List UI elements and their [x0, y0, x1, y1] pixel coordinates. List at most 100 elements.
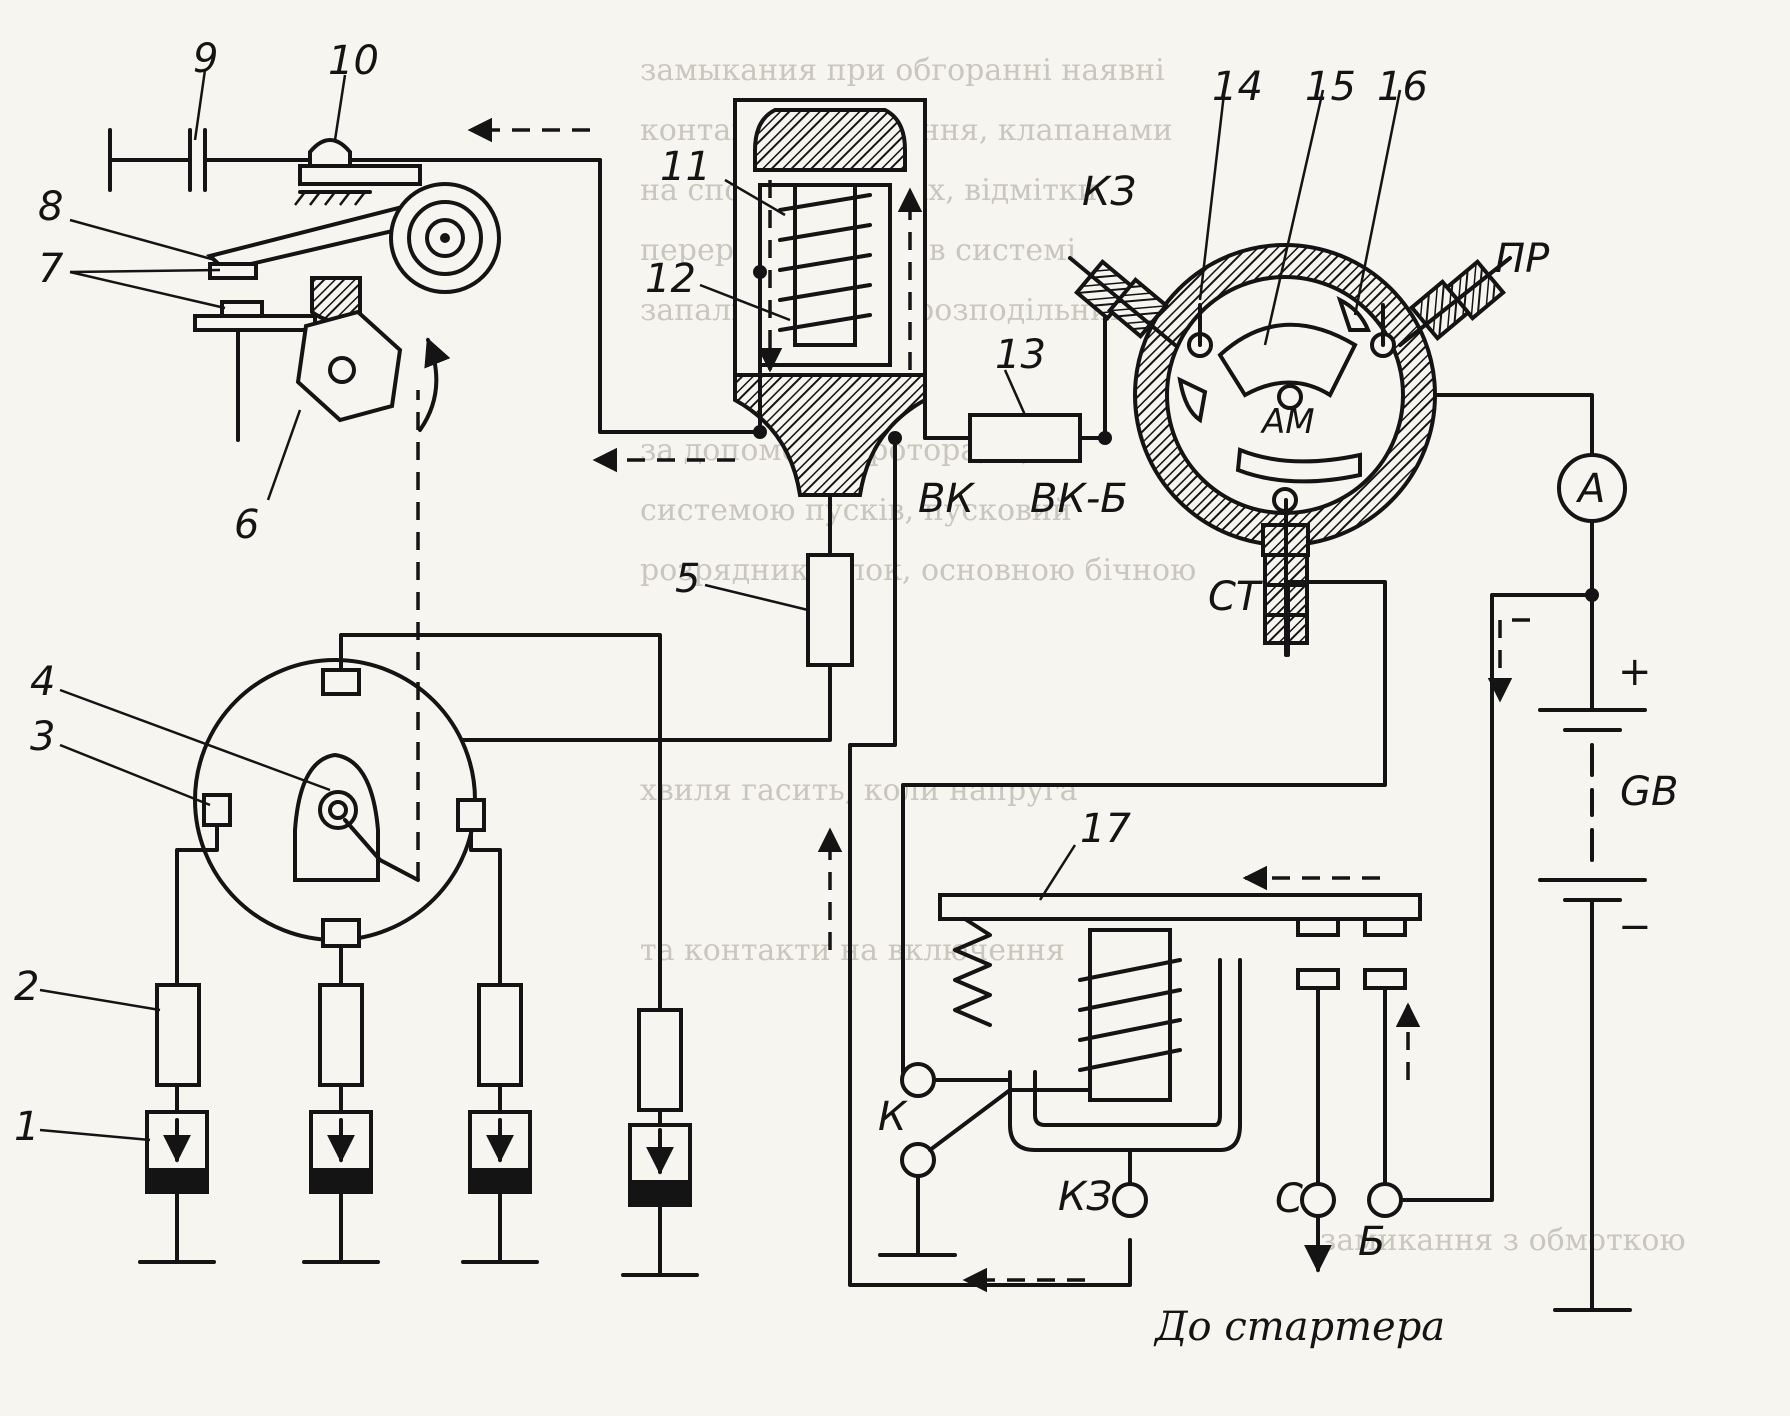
caption-to-starter: До стартера: [1153, 1304, 1445, 1350]
distributor-terminal: [321, 668, 361, 696]
ignition-switch: [1068, 84, 1512, 657]
leader-13: [1003, 369, 1027, 416]
relay-yoke: [1008, 958, 1242, 1152]
switch-ammeter-wire: [1433, 393, 1594, 457]
switch-pawl: [1177, 376, 1208, 424]
label-1: 1: [14, 1104, 39, 1150]
rotor-axis: [328, 800, 348, 820]
terminal-pr-nut: [1398, 256, 1512, 347]
breaker-assembly: [69, 69, 602, 501]
leader-4: [59, 688, 331, 792]
coil-winding: [778, 193, 872, 332]
terminal-screw: [308, 138, 352, 172]
leader-8: [69, 218, 216, 262]
ignition-coil: [699, 98, 927, 557]
label-am: АМ: [1260, 402, 1315, 442]
suppressor-resistor: [477, 983, 523, 1087]
label-10: 10: [328, 38, 379, 84]
relay-winding: [1078, 958, 1182, 1072]
contact-plate: [193, 314, 317, 332]
plug-lead: [469, 828, 502, 987]
label-3: 3: [30, 714, 55, 760]
bleed-line: розрядник, блок, основною бічною: [640, 553, 1196, 588]
lever-pivot-inner: [425, 218, 465, 258]
coil-base: [733, 373, 927, 497]
bleed-line: хвиля гасить, коли напруга: [640, 773, 1078, 808]
terminal-c: [1300, 1182, 1336, 1218]
label-15: 15: [1305, 64, 1356, 110]
label-battery-plus: +: [1618, 649, 1652, 695]
label-7: 7: [38, 246, 64, 292]
starter-relay: [938, 844, 1422, 1152]
relay-core: [1088, 928, 1172, 1102]
k-link: [928, 1088, 1012, 1152]
suppressor-resistor: [318, 983, 364, 1087]
bleed-line: системою пусків, пусковий: [640, 493, 1072, 528]
spark-plug-insulator: [632, 1180, 688, 1205]
distributor: [59, 390, 662, 1012]
label-gb: GB: [1620, 769, 1678, 815]
switch-rotor: [1217, 322, 1358, 398]
relay-armature: [938, 893, 1422, 921]
terminal-b: [1367, 1182, 1403, 1218]
distributor-terminal: [456, 798, 486, 832]
breaker-coil-wire: [598, 158, 762, 434]
label-6: 6: [234, 502, 259, 548]
leader-14: [1198, 84, 1227, 301]
label-st: СТ: [1208, 574, 1264, 620]
relay-yoke-inner: [1033, 958, 1222, 1127]
spark-plug-insulator: [313, 1168, 369, 1192]
label-2: 2: [14, 964, 39, 1010]
leader-11: [724, 178, 786, 217]
label-16: 16: [1377, 64, 1428, 110]
rotor-link: [378, 858, 420, 882]
label-4: 4: [30, 659, 55, 705]
switch-rotor-arc: [1235, 447, 1362, 484]
cam-shaft: [328, 356, 356, 384]
label-ammeter: А: [1575, 466, 1605, 512]
ground-hatch: [294, 190, 372, 206]
spark-plug-insulator: [149, 1168, 205, 1192]
leader-7b: [69, 270, 226, 310]
switch-pawl: [1336, 296, 1371, 332]
label-pr: ПР: [1495, 236, 1550, 282]
leader-7: [69, 268, 221, 274]
label-kz-relay: КЗ: [1058, 1174, 1112, 1220]
label-k: К: [878, 1094, 908, 1140]
label-8: 8: [38, 184, 63, 230]
relay-fixed-contact: [1363, 968, 1407, 990]
label-kz-switch: КЗ: [1082, 169, 1136, 215]
bleed-line: замикання з обмоткою: [1320, 1223, 1686, 1258]
leader-12: [699, 283, 791, 322]
current-arrow: [1487, 618, 1530, 703]
distributor-terminal: [202, 793, 232, 827]
suppressor-resistor: [637, 1008, 683, 1112]
label-13: 13: [995, 332, 1046, 378]
leader-5: [704, 583, 809, 612]
label-c: С: [1275, 1176, 1303, 1222]
distributor-terminal: [321, 918, 361, 948]
terminal-kz: [1112, 1182, 1148, 1218]
junction-dot: [753, 265, 767, 279]
label-12: 12: [645, 256, 696, 302]
label-vk: ВК: [918, 476, 975, 522]
relay-moving-contact: [1363, 917, 1407, 937]
spark-plug-circuits: [39, 823, 699, 1277]
spark-plug-insulator: [472, 1168, 528, 1192]
plug-lead: [175, 823, 219, 987]
leader-9: [193, 69, 207, 141]
leader-10: [333, 74, 347, 141]
terminal-k: [900, 1062, 936, 1098]
bleed-line: замыкания при обгоранні наявні: [640, 53, 1165, 88]
label-14: 14: [1212, 64, 1263, 110]
suppressor-resistor: [155, 983, 201, 1087]
rotor-hub: [318, 790, 358, 830]
leader-15: [1263, 89, 1325, 346]
leader-2: [39, 988, 161, 1012]
switch-axis: [1277, 384, 1303, 410]
hv-resistor: [806, 553, 854, 667]
additional-resistor: [968, 413, 1082, 463]
relay-spring: [953, 917, 992, 1027]
leader-3: [59, 743, 211, 807]
